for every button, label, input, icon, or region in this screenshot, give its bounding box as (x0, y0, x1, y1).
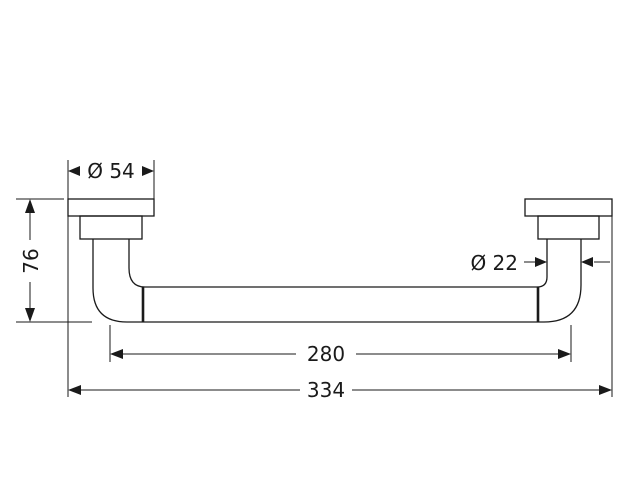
arrowhead (110, 349, 123, 359)
arrowhead (68, 385, 81, 395)
arrowhead (558, 349, 571, 359)
overall-length-dimension: 334 (67, 216, 613, 402)
left-wall-flange (67, 198, 155, 217)
tube-outer-contour (92, 239, 582, 323)
overall-length-label: 334 (307, 378, 345, 402)
height-label: 76 (19, 248, 43, 273)
arrowhead (535, 257, 547, 267)
height-dimension: 76 (16, 198, 92, 323)
arrowhead (599, 385, 612, 395)
arrowhead (25, 308, 35, 322)
arrowhead (142, 166, 154, 176)
arrowhead (68, 166, 80, 176)
right-wall-flange (524, 198, 613, 217)
tube-diameter-dimension: Ø 22 (470, 251, 610, 275)
right-neck (537, 215, 600, 240)
left-neck (79, 215, 143, 240)
arrowhead (581, 257, 593, 267)
tube-diameter-label: Ø 22 (470, 251, 518, 275)
flange-diameter-label: Ø 54 (87, 159, 135, 183)
arrowhead (25, 199, 35, 213)
tube-inner-contour (128, 239, 548, 288)
flange-diameter-dimension: Ø 54 (67, 159, 155, 199)
inner-length-dimension: 280 (109, 325, 572, 366)
inner-length-label: 280 (307, 342, 345, 366)
towel-bar-outline (67, 198, 613, 323)
